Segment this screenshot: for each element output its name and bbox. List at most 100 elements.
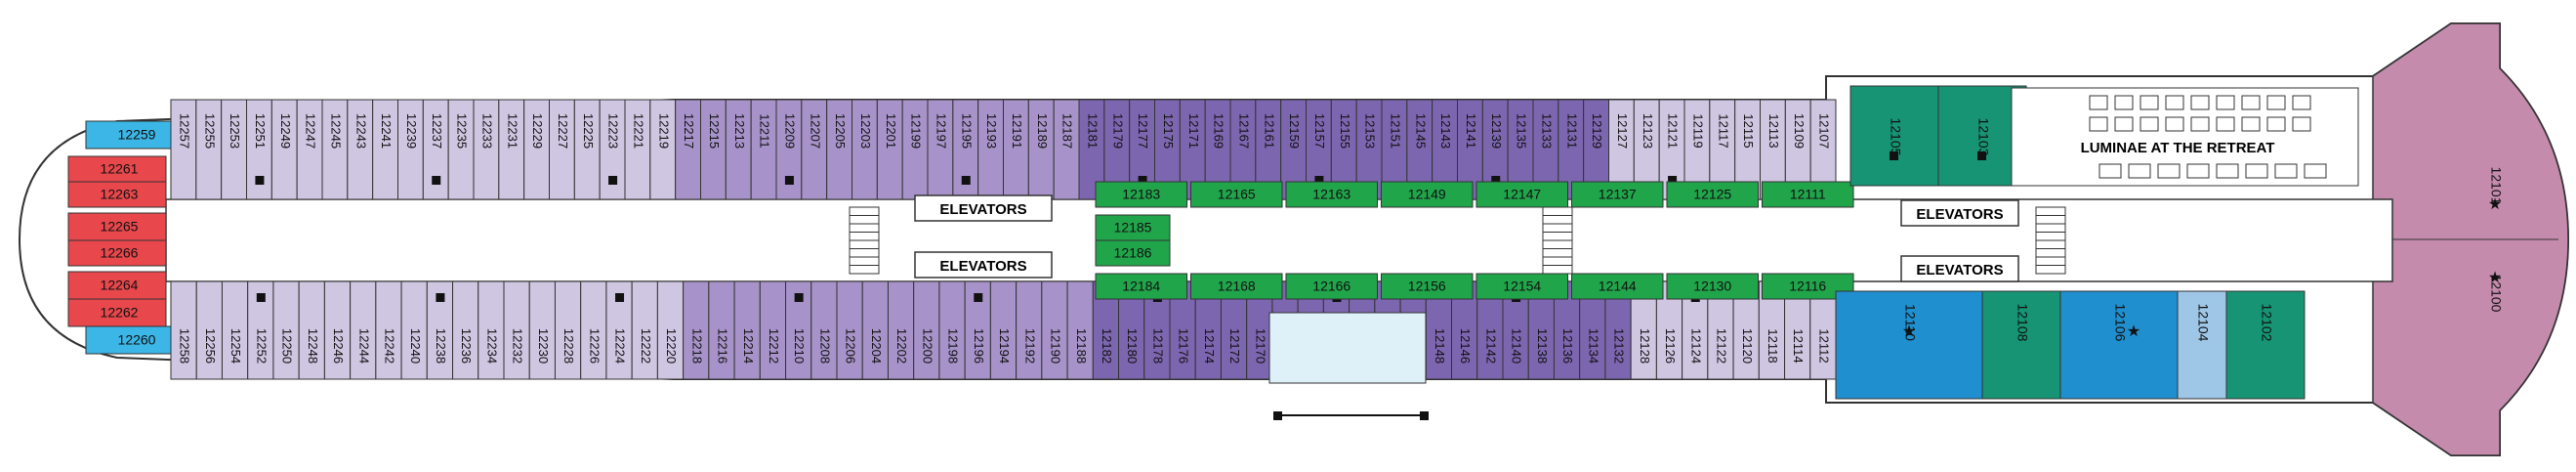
table-icon: [2266, 95, 2286, 110]
star-icon: ★: [2127, 323, 2140, 340]
cabin-number: 12239: [404, 113, 419, 149]
cabin-number: 12217: [682, 113, 696, 149]
cabin: [708, 280, 735, 380]
cabin: [927, 99, 954, 200]
cabin-number: 12214: [741, 328, 756, 364]
elevators-label-3: ELEVATORS: [1916, 206, 2003, 223]
accessible-marker: [1977, 151, 1986, 160]
cabin: [321, 99, 349, 200]
cabin-number: 12252: [254, 328, 269, 364]
cabin-number: 12115: [1741, 113, 1756, 148]
cabin-number: 12259: [118, 127, 156, 143]
table-icon: [2114, 116, 2134, 132]
retreat-suite: [2225, 290, 2306, 400]
cabin-number: 12107: [1817, 113, 1832, 149]
cabin: [523, 99, 551, 200]
cabin-number: 12181: [1085, 113, 1100, 149]
cabin: [554, 280, 582, 380]
interior-cabin: [1095, 181, 1187, 208]
cabin-number: 12218: [689, 328, 704, 364]
retreat-suite: [1849, 85, 1939, 187]
cabin: [573, 99, 601, 200]
cabin-number: 12151: [1388, 113, 1402, 149]
cabin: [503, 280, 530, 380]
cabin-number: 12208: [817, 328, 832, 364]
bow-cabin: [67, 239, 167, 267]
cabin-number: 12202: [894, 328, 909, 364]
bow-cabin: [67, 155, 167, 183]
cabin-number: 12110: [1902, 304, 1918, 341]
table-icon: [2190, 116, 2210, 132]
cabin-number: 12131: [1564, 113, 1579, 149]
retreat-suite: [1835, 290, 1983, 400]
interior-cabin: [1381, 181, 1474, 208]
interior-cabin: [1095, 239, 1171, 267]
cabin: [473, 99, 500, 200]
cabin-number: 12139: [1489, 113, 1504, 149]
cabin: [750, 99, 777, 200]
cabin: [452, 280, 479, 380]
interior-cabin: [1285, 273, 1378, 300]
cabin-number: 12189: [1035, 113, 1050, 149]
cabin-number: 12102: [2259, 304, 2274, 342]
table-icon: [2216, 116, 2235, 132]
elevators-sign-2: [914, 251, 1053, 279]
accessible-marker: [432, 176, 441, 185]
cabin: [447, 99, 475, 200]
accessible-marker: [436, 293, 445, 302]
cabin-number: 12186: [1114, 245, 1152, 261]
cabin: [852, 99, 878, 200]
cabin-number: 12263: [101, 187, 139, 202]
cabin-number: 12149: [1408, 187, 1446, 202]
cabin-number: 12229: [530, 113, 545, 149]
cabin: [221, 280, 249, 380]
cabin-number: 12223: [606, 113, 621, 149]
cabin-number: 12240: [408, 328, 423, 364]
cabin-number: 12207: [808, 113, 822, 149]
cabin: [624, 99, 651, 200]
table-icon: [2089, 95, 2108, 110]
retreat-suite: [2177, 290, 2227, 400]
cabin-number: 12198: [946, 328, 961, 364]
cabin-number: 12262: [101, 305, 139, 321]
cabin-number: 12168: [1218, 279, 1256, 294]
cabin: [810, 280, 838, 380]
cabin-number: 12257: [177, 113, 191, 149]
cabin-number: 12237: [430, 113, 444, 149]
cabin-number: 12163: [1312, 187, 1350, 202]
table-icon: [2157, 163, 2181, 179]
cabin-number: 12226: [587, 328, 602, 364]
star-icon: ★: [1902, 323, 1916, 340]
cabin-number: 12228: [561, 328, 576, 364]
cabin: [656, 280, 685, 380]
accessible-marker: [1314, 176, 1324, 185]
cabin: [901, 99, 929, 200]
cabin-number: 12254: [229, 328, 243, 364]
cabin-number: 12127: [1615, 113, 1630, 149]
cabin-layer: 1225912261122631226512266122641226212260…: [67, 85, 2504, 400]
accessible-marker: [1138, 176, 1147, 185]
cabin: [1053, 99, 1080, 200]
luminae-label: LUMINAE AT THE RETREAT: [2081, 140, 2275, 156]
cabin: [700, 99, 727, 200]
accessible-marker: [1420, 411, 1429, 420]
cabin: [977, 99, 1005, 200]
cabin-number: 12220: [664, 328, 679, 364]
cabin: [323, 280, 352, 380]
cabin-number: 12265: [101, 219, 139, 235]
cabin-number: 12137: [1599, 187, 1637, 202]
cabin-number: 12195: [959, 113, 974, 149]
cabin-number: 12133: [1539, 113, 1554, 149]
cabin-number: 12108: [2015, 304, 2030, 342]
star-icon: ★: [2488, 270, 2502, 286]
accessible-marker: [255, 176, 265, 185]
cabin: [836, 280, 863, 380]
table-icon: [2292, 116, 2311, 132]
cabin-number: 12191: [1010, 113, 1024, 149]
cabin: [270, 99, 298, 200]
cabin-number: 12144: [1599, 279, 1637, 294]
cabin-number: 12210: [792, 328, 807, 364]
star-icon: ★: [2488, 196, 2502, 213]
cabin: [397, 99, 424, 200]
interior-cabin: [1381, 273, 1474, 300]
